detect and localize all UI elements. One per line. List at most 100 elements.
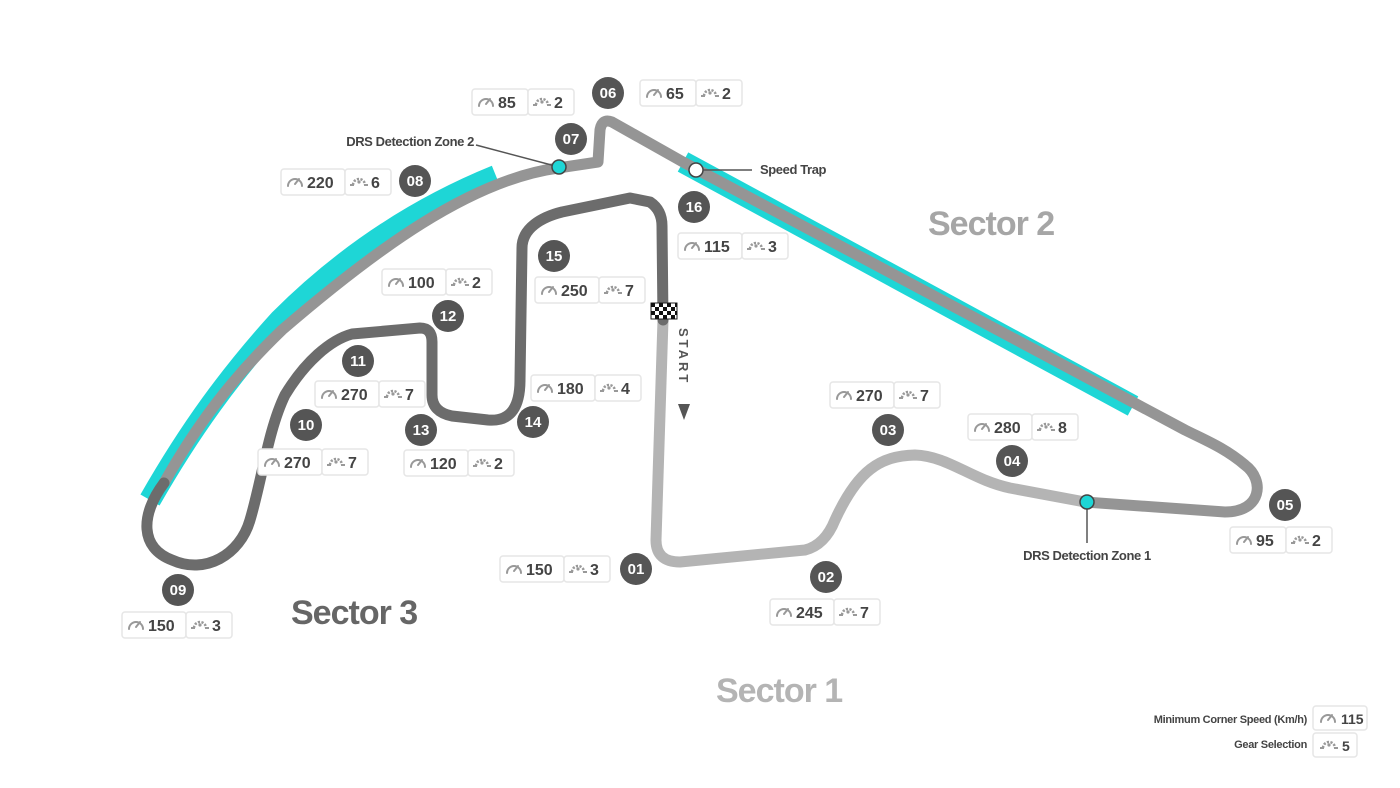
legend-speed-box [1312,705,1368,731]
gear-box [445,268,493,296]
corner-number: 04 [1004,453,1021,470]
gear-box [321,448,369,476]
corner-number: 09 [170,582,187,599]
track-sector-3 [141,192,669,571]
corner-gear: 3 [590,562,599,579]
corner-badge [872,414,904,446]
corner-badge [162,574,194,606]
corner-06: 06 65 2 [592,77,743,109]
corner-speed: 220 [307,175,334,192]
corner-speed: 120 [430,456,457,473]
corner-badge [432,300,464,332]
legend-gear-value: 5 [1342,738,1350,754]
corner-gear: 2 [722,86,731,103]
corner-number: 08 [407,173,424,190]
corner-badge [517,406,549,438]
legend-gear-label: Gear Selection [1234,739,1307,751]
corner-05: 05 95 2 [1229,489,1333,554]
legend-speed-value: 115 [1341,711,1364,727]
corner-badge [555,123,587,155]
corner-gear: 2 [554,95,563,112]
drs-zone-1-label: DRS Detection Zone 1 [1023,548,1151,563]
callout-drs-zone-2: DRS Detection Zone 2 [346,134,567,175]
gear-box [695,79,743,107]
track-sector-1 [650,314,1091,568]
gear-box [741,232,789,260]
gear-box [833,598,881,626]
corner-badge [678,191,710,223]
corner-speed: 65 [666,86,684,103]
corner-number: 05 [1277,497,1294,514]
gear-box [378,380,426,408]
corner-gear: 6 [371,175,380,192]
gear-box [893,381,941,409]
corner-number: 15 [546,248,563,265]
corner-speed: 95 [1256,533,1274,550]
corner-gear: 3 [212,618,221,635]
corner-speed: 150 [526,562,553,579]
corner-gear: 4 [621,381,630,398]
corner-gear: 7 [920,388,929,405]
corner-number: 16 [686,199,703,216]
corner-number: 12 [440,308,457,325]
corner-number: 11 [350,353,366,370]
gear-box [1031,413,1079,441]
start-label: START [676,328,691,385]
corner-speed: 150 [148,618,175,635]
sector-3-label: Sector 3 [291,594,417,632]
callout-speed-trap: Speed Trap [688,162,827,178]
corner-08: 08 220 6 [280,165,431,197]
sector-1-label: Sector 1 [716,672,842,710]
callout-drs-zone-1: DRS Detection Zone 1 [1023,494,1151,563]
gear-box [344,168,392,196]
corner-number: 01 [628,561,645,578]
corner-speed: 270 [284,455,311,472]
gear-box [598,276,646,304]
corner-gear: 2 [494,456,503,473]
corner-speed: 280 [994,420,1021,437]
corner-09: 09 150 3 [121,574,233,639]
corner-badge [538,240,570,272]
corner-badge [810,561,842,593]
corner-badge [1269,489,1301,521]
corner-number: 06 [600,85,617,102]
speed-trap-marker [688,162,704,178]
corner-gear: 7 [860,605,869,622]
drs-detection-marker [1079,494,1095,510]
corner-badge [405,414,437,446]
corner-speed: 180 [557,381,584,398]
corner-14: 14 180 4 [517,374,642,438]
corner-speed: 270 [856,388,883,405]
corner-speed: 100 [408,275,435,292]
gear-box [467,449,515,477]
gear-box [1285,526,1333,554]
direction-arrow-icon [678,404,690,420]
corner-gear: 7 [348,455,357,472]
track-sector-2 [158,115,1263,518]
gear-box [185,611,233,639]
corner-gear: 2 [472,275,481,292]
corner-speed: 245 [796,605,823,622]
gear-box [563,555,611,583]
corner-gear: 7 [625,283,634,300]
legend: Minimum Corner Speed (Km/h) 115 Gear Sel… [1154,705,1368,758]
corner-number: 13 [413,422,430,439]
corner-number: 14 [525,414,542,431]
corner-gear: 2 [1312,533,1321,550]
corner-badge [342,345,374,377]
corner-speed: 115 [704,239,730,256]
corner-badge [996,445,1028,477]
drs-detection-marker [551,159,567,175]
gear-box [594,374,642,402]
corner-number: 07 [563,131,580,148]
